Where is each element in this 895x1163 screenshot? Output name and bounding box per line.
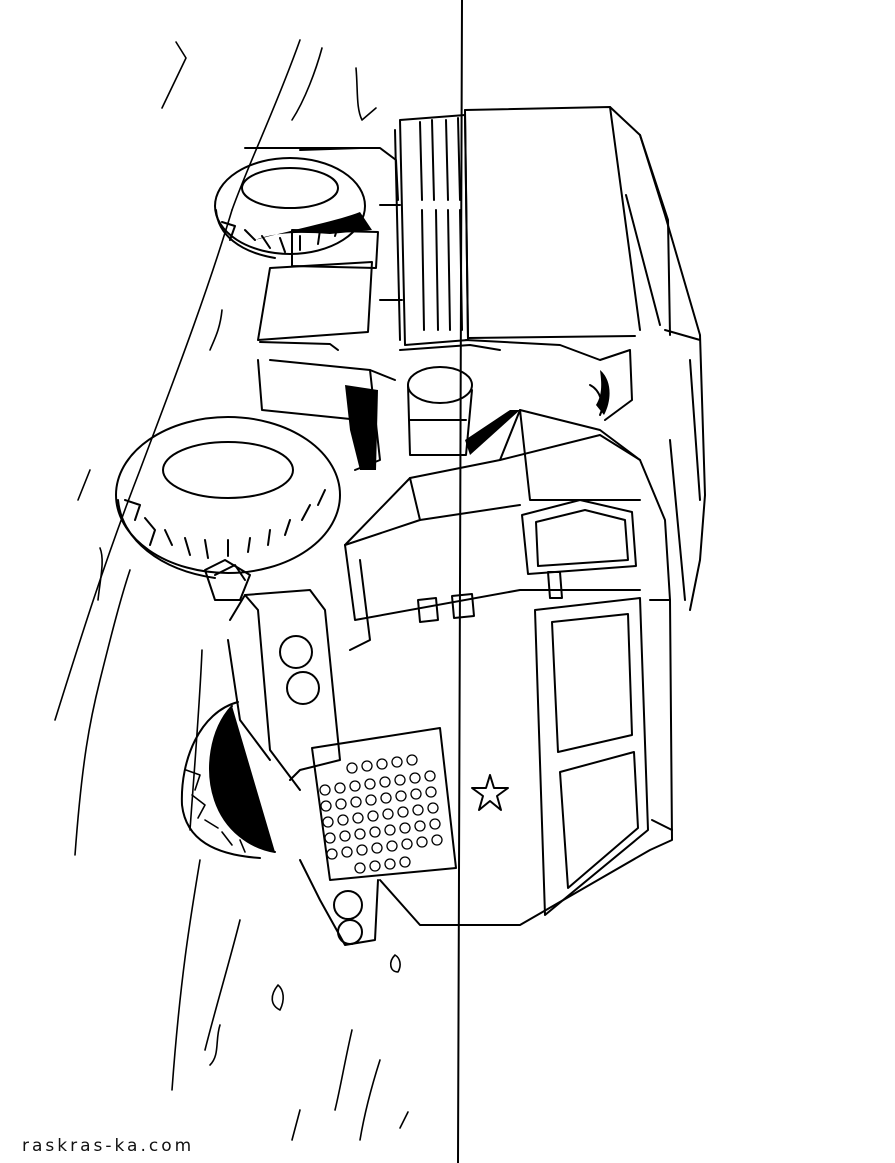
- front-bumper: [204, 559, 379, 946]
- cab-window: [521, 499, 637, 575]
- shadows: [255, 212, 610, 470]
- front-grille: [311, 727, 457, 881]
- rear-wheel: [214, 147, 399, 259]
- horizon-line: [457, 0, 463, 1163]
- star-icon: [471, 774, 509, 811]
- cargo-body: [464, 106, 706, 611]
- terrain-strokes: [54, 39, 409, 1141]
- headlight: [337, 919, 363, 945]
- cab-door: [534, 597, 649, 916]
- middle-wheel: [115, 416, 341, 579]
- grille-dots: [319, 754, 443, 874]
- watermark-text: raskras-ka.com: [22, 1136, 195, 1156]
- front-wheel: [180, 701, 276, 859]
- truck-cab: [344, 409, 673, 926]
- headlight: [333, 890, 363, 920]
- exhaust-cylinder: [399, 339, 633, 456]
- headlight: [279, 635, 313, 669]
- cargo-front-frame: [379, 114, 469, 346]
- headlight: [286, 671, 320, 705]
